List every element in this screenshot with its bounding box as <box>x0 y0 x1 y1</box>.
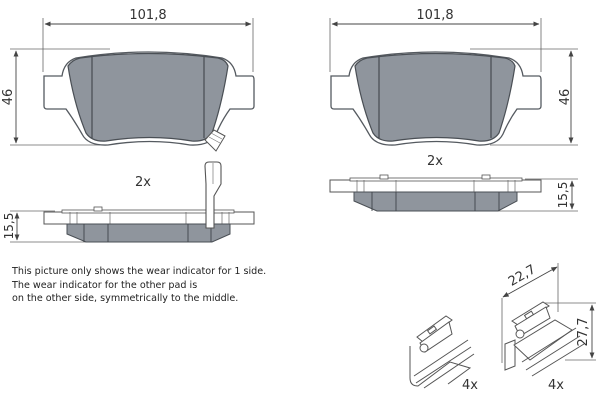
left-pad-side-view: 2x 15,5 <box>2 161 255 243</box>
left-pad-top-view: 101,8 46 <box>1 8 255 152</box>
left-pad-width-label: 101,8 <box>129 8 166 23</box>
note-line: on the other side, symmetrically to the … <box>12 293 239 304</box>
left-clip: 4x <box>409 315 478 393</box>
right-pad-quantity-label: 2x <box>427 154 443 169</box>
right-clip-height-label: 27,7 <box>576 318 591 347</box>
wear-indicator-icon <box>204 129 226 152</box>
left-pad-thickness-label: 15,5 <box>2 213 16 240</box>
note-line: This picture only shows the wear indicat… <box>12 266 267 277</box>
right-pad-top-view: 101,8 46 <box>329 8 578 146</box>
left-clip-quantity-label: 4x <box>462 378 478 393</box>
wear-indicator-note: This picture only shows the wear indicat… <box>12 265 266 306</box>
right-clip-quantity-label: 4x <box>548 378 564 393</box>
right-pad-thickness-label: 15,5 <box>556 182 570 209</box>
left-pad-quantity-label: 2x <box>135 175 151 190</box>
right-pad-height-label: 46 <box>558 89 573 106</box>
right-clip: 22,7 27,7 4x <box>501 262 596 393</box>
right-pad-side-view: 2x 15,5 <box>329 154 578 212</box>
right-pad-width-label: 101,8 <box>416 8 453 23</box>
note-line: The wear indicator for the other pad is <box>12 279 198 291</box>
left-pad-height-label: 46 <box>1 89 16 106</box>
right-clip-length-label: 22,7 <box>506 262 539 289</box>
